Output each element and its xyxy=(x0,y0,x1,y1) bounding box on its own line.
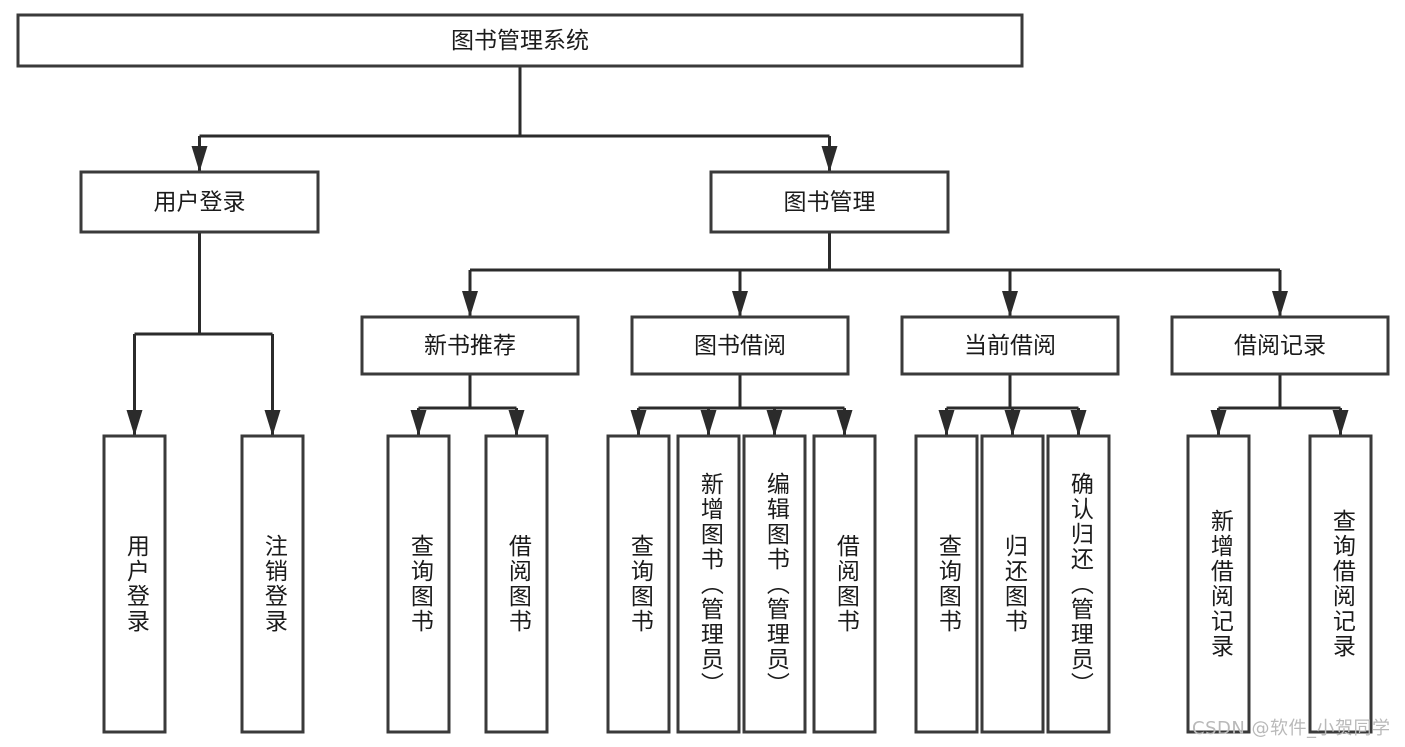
arrow-head-icon xyxy=(938,410,955,436)
arrow-head-icon xyxy=(630,410,647,436)
leaf-node-8[interactable] xyxy=(914,434,979,734)
level3-node-label-0: 新书推荐 xyxy=(424,333,516,359)
arrow-head-icon xyxy=(700,410,717,436)
arrow-head-icon xyxy=(732,291,748,317)
arrow-head-icon xyxy=(1002,291,1018,317)
level2-node-label-1: 图书管理 xyxy=(784,190,876,216)
arrow-head-icon xyxy=(264,410,281,436)
arrow-head-icon xyxy=(1332,410,1349,436)
arrow-head-icon xyxy=(126,410,143,436)
leaf-node-11[interactable] xyxy=(1186,434,1251,734)
arrow-head-icon xyxy=(462,291,478,317)
level3-node-label-2: 当前借阅 xyxy=(964,333,1056,359)
level3-node-0[interactable] xyxy=(360,315,580,376)
arrow-head-icon xyxy=(1070,410,1087,436)
leaf-node-3[interactable] xyxy=(484,434,549,734)
root-node-book-management-system[interactable] xyxy=(16,13,1024,68)
boxes-layer xyxy=(16,13,1390,734)
leaf-node-0[interactable] xyxy=(102,434,167,734)
arrow-head-icon xyxy=(1210,410,1227,436)
arrow-head-icon xyxy=(410,410,427,436)
arrow-head-icon xyxy=(1272,291,1288,317)
arrow-head-icon xyxy=(821,146,838,172)
level2-node-label-0: 用户登录 xyxy=(154,190,246,216)
leaf-node-4[interactable] xyxy=(606,434,671,734)
connectors-layer xyxy=(126,66,1349,436)
root-node-label: 图书管理系统 xyxy=(451,28,589,54)
level3-node-3[interactable] xyxy=(1170,315,1390,376)
arrow-head-icon xyxy=(191,146,208,172)
leaf-node-7[interactable] xyxy=(812,434,877,734)
leaf-node-6[interactable] xyxy=(742,434,807,734)
arrow-head-icon xyxy=(766,410,783,436)
level3-node-label-3: 借阅记录 xyxy=(1234,333,1326,359)
leaf-node-9[interactable] xyxy=(980,434,1045,734)
leaf-node-2[interactable] xyxy=(386,434,451,734)
level3-node-label-1: 图书借阅 xyxy=(694,333,786,359)
level3-node-2[interactable] xyxy=(900,315,1120,376)
leaf-node-1[interactable] xyxy=(240,434,305,734)
level2-node-0[interactable] xyxy=(79,170,320,234)
arrow-head-icon xyxy=(836,410,853,436)
leaf-node-5[interactable] xyxy=(676,434,741,734)
leaf-node-12[interactable] xyxy=(1308,434,1373,734)
arrow-head-icon xyxy=(1004,410,1021,436)
level2-node-1[interactable] xyxy=(709,170,950,234)
leaf-node-10[interactable] xyxy=(1046,434,1111,734)
arrow-head-icon xyxy=(508,410,525,436)
level3-node-1[interactable] xyxy=(630,315,850,376)
csdn-watermark: CSDN @软件_小贺同学 xyxy=(1192,718,1391,739)
